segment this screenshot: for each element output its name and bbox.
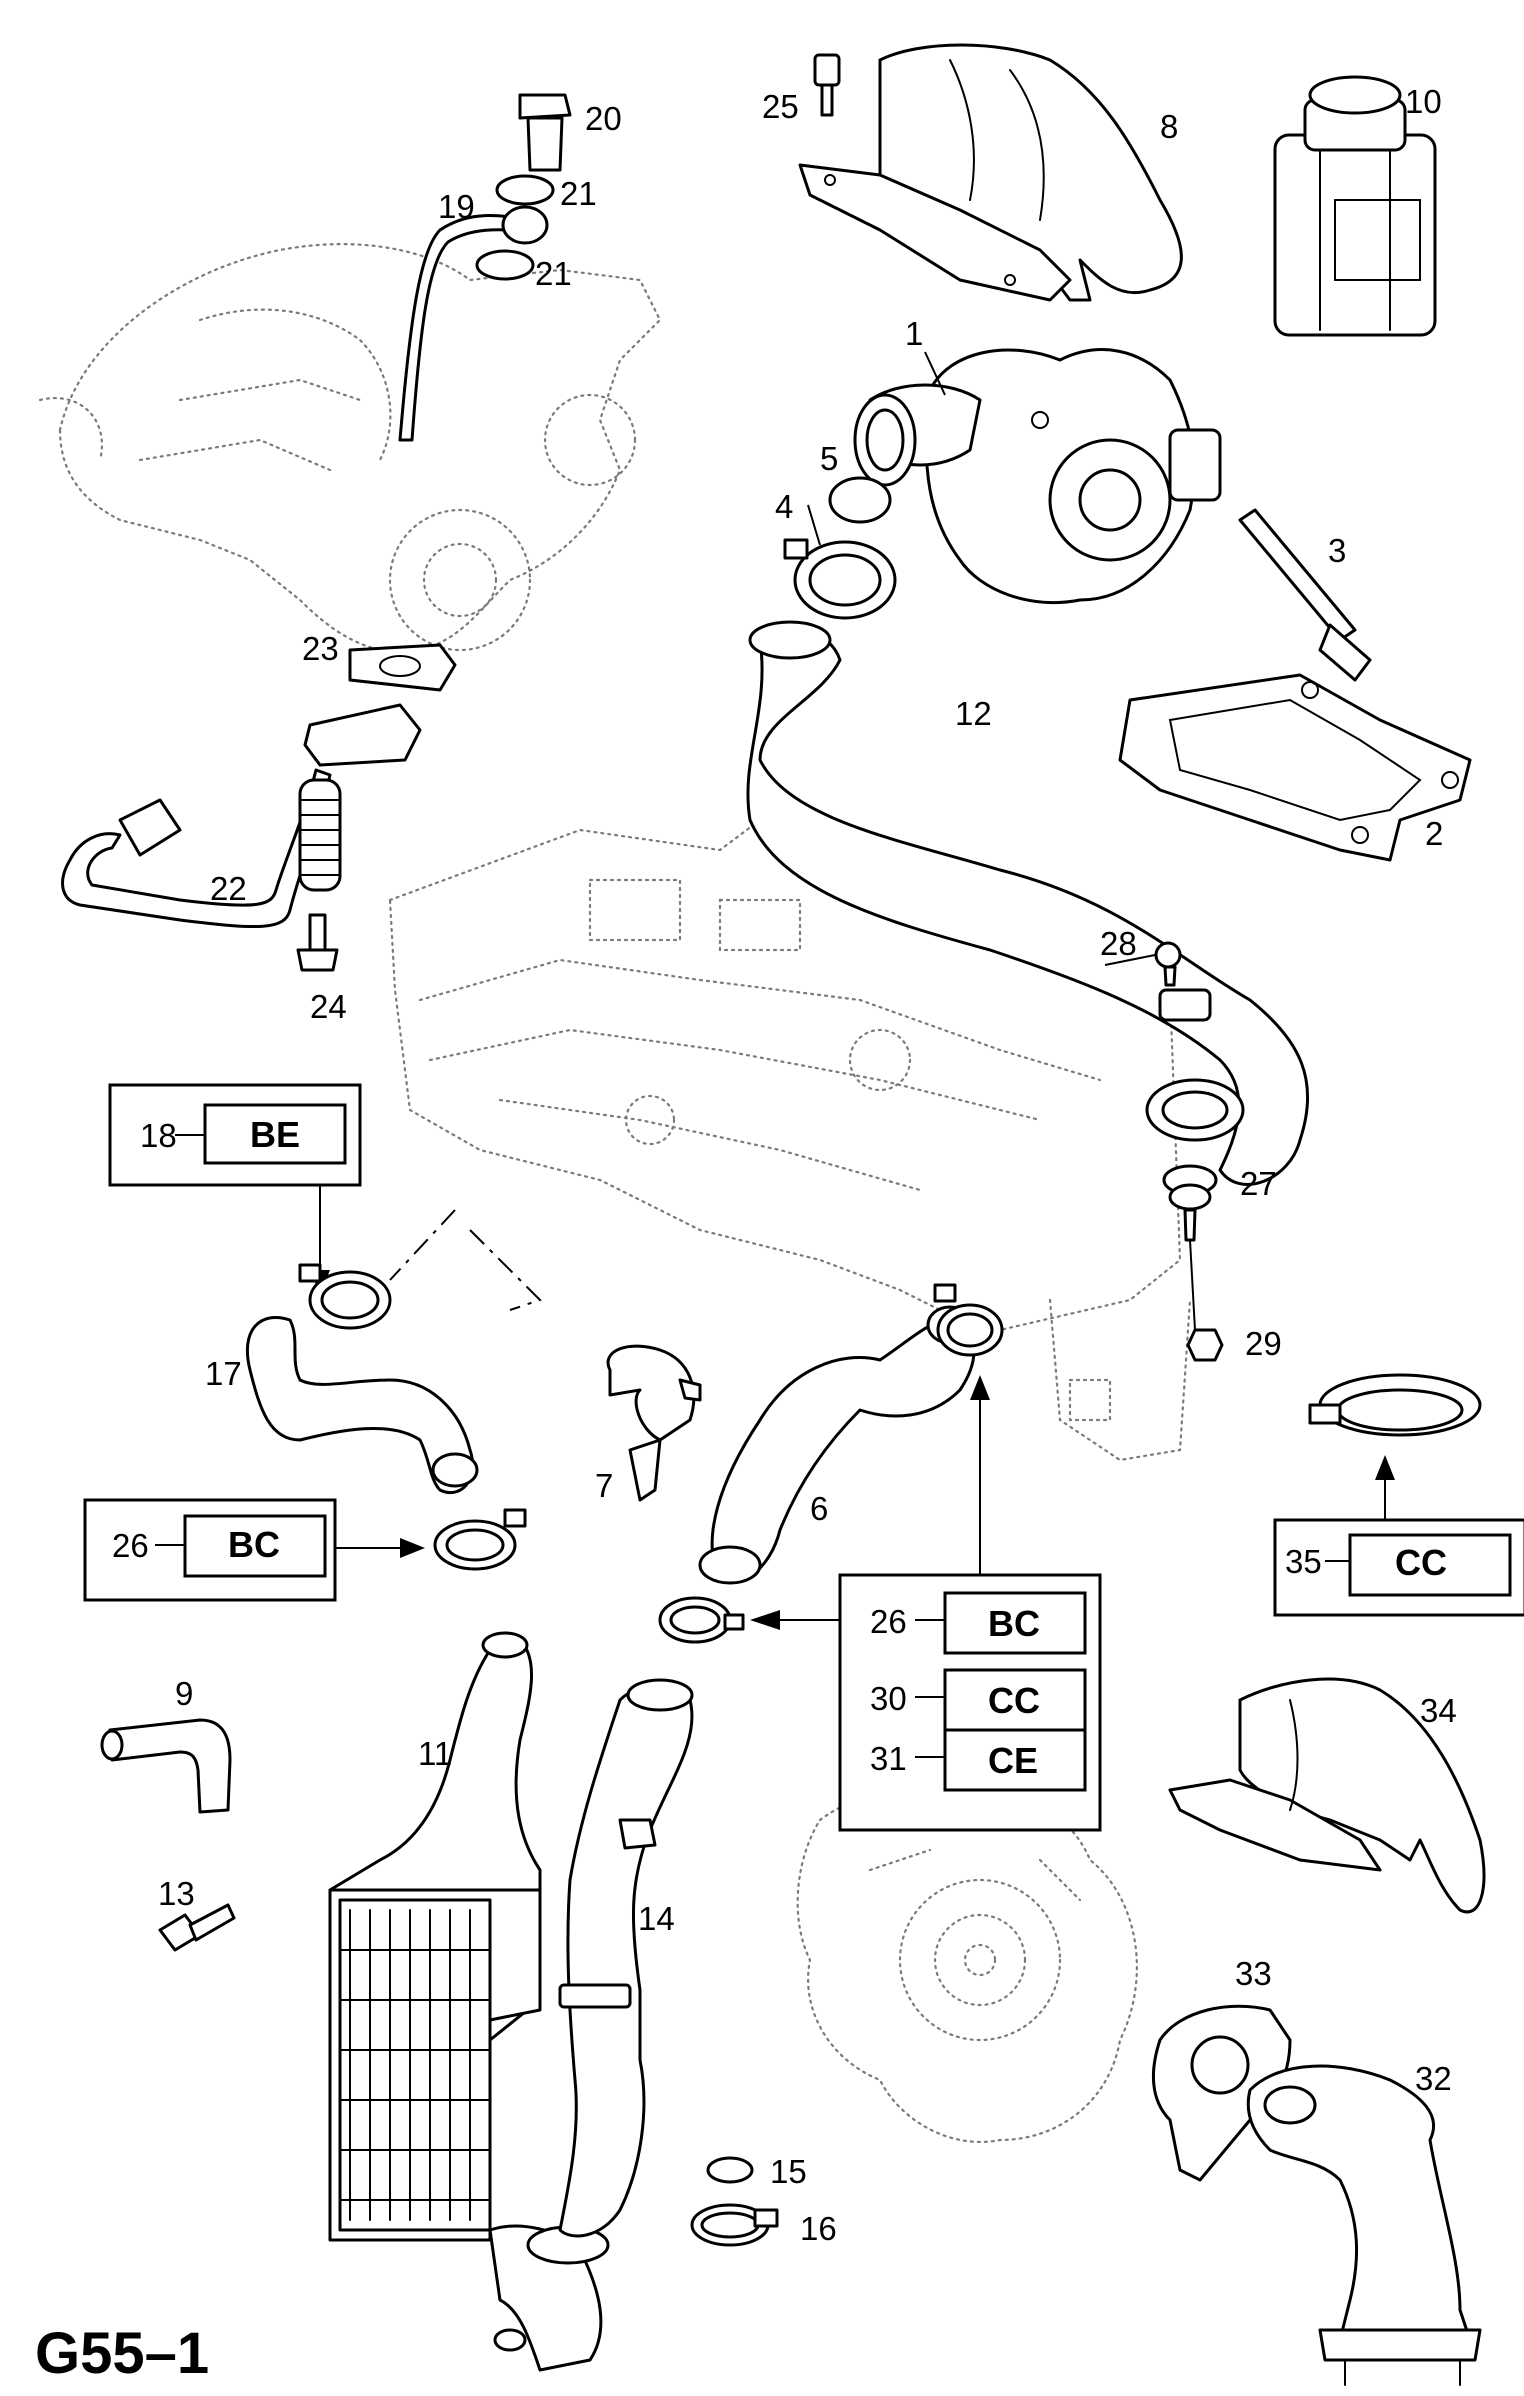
callout-4: 4 [775,488,793,525]
bolt-icon [813,53,841,117]
callout-22: 22 [210,870,247,907]
gasket-icon [348,643,457,692]
callout-6: 6 [810,1490,828,1527]
hose-clamp-icon [783,538,897,620]
callout-15: 15 [770,2153,807,2190]
hose-clamp-icon [298,1263,392,1330]
callout-28: 28 [1100,925,1137,962]
callout-8: 8 [1160,108,1178,145]
bolt-icon [1154,941,1182,987]
turbo-assembly-ghost [38,243,662,653]
callout-34: 34 [1420,1692,1457,1729]
callout-32: 32 [1415,2060,1452,2097]
oil-pipe-icon [398,205,549,442]
hose-clamp-icon [690,2203,779,2247]
callout-2: 2 [1425,815,1443,852]
callout-11: 11 [418,1735,452,1772]
arrow-icon [970,1375,990,1400]
o-ring-icon [828,476,892,524]
heat-shield-icon [1168,1677,1486,1914]
code-box-group-code-0: BC [988,1603,1040,1644]
arrow-icon [1375,1455,1395,1480]
bolt-icon [158,1903,236,1952]
callout-16: 16 [800,2210,837,2247]
turbo-lower-ghost [796,1788,1138,2143]
intercooler-icon [328,1631,610,2372]
code-box-26-left-ref: 26 [112,1527,149,1564]
bolt-icon [1238,508,1372,682]
oil-filter-icon [1273,75,1437,337]
code-box-26-left-code: BC [228,1524,280,1565]
bolt-icon [296,913,339,972]
hose-clamp-icon [1308,1373,1482,1437]
callout-33: 33 [1235,1955,1272,1992]
figure-id: G55–1 [35,2321,209,2386]
callout-17: 17 [205,1355,242,1392]
o-ring-icon [706,2156,754,2184]
grommet-icon [1162,1164,1218,1242]
callout-1: 1 [905,315,923,352]
gasket-icon [1151,2004,1292,2182]
hose-icon [746,620,1310,1186]
code-box-18-code: BE [250,1114,300,1155]
callout-12: 12 [955,695,992,732]
callout-27: 27 [1240,1165,1277,1202]
code-box-35-code: CC [1395,1542,1447,1583]
callout-25: 25 [762,88,799,125]
code-box-26-left: 26 BC [83,1498,425,1602]
callout-19: 19 [438,188,475,225]
arrow-icon [750,1610,780,1630]
hose-clamp-icon [433,1508,527,1571]
callout-23: 23 [302,630,339,667]
nut-icon [1186,1328,1224,1362]
heat-shield-icon [798,43,1183,302]
hose-clamp-icon [933,1283,1004,1357]
code-box-group-code-2: CE [988,1740,1038,1781]
bracket-icon [606,1344,702,1502]
callout-20: 20 [585,100,622,137]
code-box-18-ref: 18 [140,1117,177,1154]
code-box-group-ref-2: 31 [870,1740,907,1777]
callout-21b: 21 [535,255,572,292]
hose-icon [100,1718,232,1814]
oil-return-pipe-icon [61,703,422,929]
code-box-group-code-1: CC [988,1680,1040,1721]
washer-icon [475,249,535,281]
callout-5: 5 [820,440,838,477]
hose-icon [558,1678,694,2238]
code-box-35: 35 CC [1273,1455,1524,1617]
code-box-group: 26 BC 30 CC 31 CE [750,1375,1102,1832]
turbocharger-icon [853,348,1222,605]
code-box-18: 18 BE [108,1083,362,1295]
bolt-icon [518,93,572,172]
hose-icon [698,1305,976,1585]
callout-14: 14 [638,1900,675,1937]
callout-3: 3 [1328,532,1346,569]
callout-labels: 1 2 3 4 5 6 7 8 9 10 11 12 13 14 15 16 1… [158,83,1457,2247]
hose-icon [245,1315,479,1495]
washer-icon [495,174,555,206]
hose-clamp-icon [658,1596,745,1644]
callout-9: 9 [175,1675,193,1712]
code-box-group-ref-1: 30 [870,1680,907,1717]
arrow-icon [400,1538,425,1558]
callout-21a: 21 [560,175,597,212]
code-box-35-ref: 35 [1285,1543,1322,1580]
callout-24: 24 [310,988,347,1025]
exhaust-elbow-icon [1246,2064,1482,2386]
callout-10: 10 [1405,83,1442,120]
code-box-group-ref-0: 26 [870,1603,907,1640]
callout-7: 7 [595,1467,613,1504]
callout-13: 13 [158,1875,195,1912]
callout-29: 29 [1245,1325,1282,1362]
gasket-icon [1118,673,1472,862]
